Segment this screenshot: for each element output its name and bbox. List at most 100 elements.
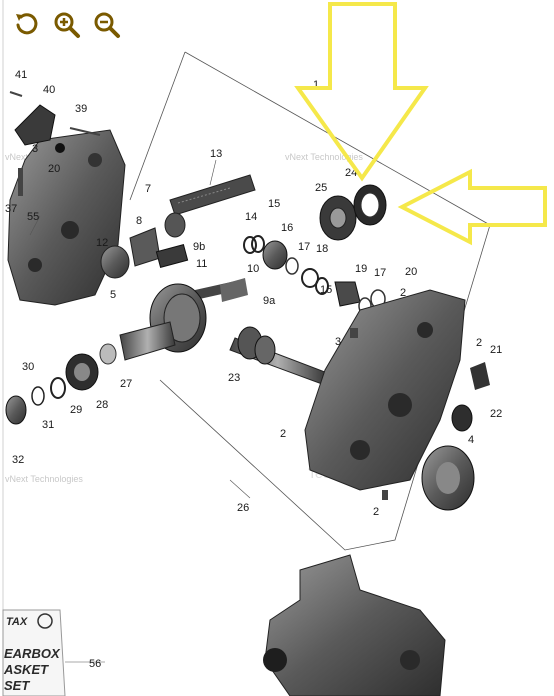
callout-19[interactable]: 19	[355, 263, 367, 275]
callout-25[interactable]: 25	[315, 182, 327, 194]
callout-21[interactable]: 21	[490, 344, 502, 356]
assembly-outline-left	[129, 51, 186, 201]
callout-16[interactable]: 16	[281, 222, 293, 234]
callout-29[interactable]: 29	[70, 404, 82, 416]
callout-31[interactable]: 31	[42, 419, 54, 431]
gear-part-25	[319, 195, 357, 241]
callout-15b[interactable]: 15	[320, 284, 332, 296]
ring-part-18	[301, 268, 319, 288]
callout-37[interactable]: 37	[5, 203, 17, 215]
callout-8[interactable]: 8	[136, 215, 142, 227]
callout-11[interactable]: 11	[196, 258, 207, 270]
callout-labels: 41 40 39 3 20 37 55 7 8 13 14 15 16 17 1…	[5, 69, 502, 670]
dowel-part-2	[382, 490, 388, 500]
callout-2[interactable]: 2	[400, 287, 406, 299]
callout-15[interactable]: 15	[268, 198, 280, 210]
highlight-arrow-left	[397, 168, 547, 246]
callout-27[interactable]: 27	[120, 378, 132, 390]
bearing-part-5	[100, 245, 130, 279]
callout-28[interactable]: 28	[96, 399, 108, 411]
zoom-out-button[interactable]	[90, 8, 124, 42]
callout-40[interactable]: 40	[43, 84, 55, 96]
zoom-in-button[interactable]	[50, 8, 84, 42]
gear-shaft-part-13	[169, 174, 256, 216]
callout-3b[interactable]: 3	[335, 336, 341, 348]
callout-18[interactable]: 18	[316, 243, 328, 255]
callout-22[interactable]: 22	[490, 408, 502, 420]
bracket-part-40	[14, 104, 56, 146]
doc-line-3: SET	[4, 678, 30, 693]
rotate-ccw-icon	[16, 13, 38, 35]
callout-1[interactable]: 1	[313, 79, 319, 91]
ring-part-31	[31, 386, 45, 406]
callout-13[interactable]: 13	[210, 148, 222, 160]
dowel-part-3	[350, 328, 358, 338]
cap-part-4	[451, 404, 473, 432]
assembly-outline	[159, 51, 491, 551]
bracket-part-21	[470, 362, 490, 390]
bolt-part-41	[9, 91, 23, 97]
watermark-text: vNext Technologies	[285, 152, 363, 162]
rod-part	[18, 168, 23, 196]
viewer-toolbar	[10, 8, 124, 42]
ring-part-29	[50, 377, 66, 399]
callout-20[interactable]: 20	[48, 163, 60, 175]
synchro-part-16	[262, 240, 288, 270]
callout-14[interactable]: 14	[245, 211, 257, 223]
callout-2d[interactable]: 2	[373, 506, 379, 518]
callout-39[interactable]: 39	[75, 103, 87, 115]
seal-part-24	[353, 184, 387, 226]
callout-26[interactable]: 26	[237, 502, 249, 514]
watermark-text: vNext Technologies	[5, 474, 83, 484]
left-housing-part	[7, 129, 126, 306]
callout-23[interactable]: 23	[228, 372, 240, 384]
sleeve-part-11	[155, 244, 189, 268]
callout-10[interactable]: 10	[247, 263, 259, 275]
callout-2b[interactable]: 2	[476, 337, 482, 349]
callout-7[interactable]: 7	[145, 183, 151, 195]
washer-part-9b	[164, 212, 186, 238]
ring-part-17	[285, 257, 299, 275]
doc-brand-text: TAX	[6, 616, 28, 628]
callout-2c[interactable]: 2	[280, 428, 286, 440]
callout-55[interactable]: 55	[27, 211, 39, 223]
doc-line-1: EARBOX	[4, 646, 61, 661]
seal-part-3	[55, 143, 65, 153]
assembled-gearbox-preview	[263, 554, 446, 696]
bolt-part-39	[69, 127, 101, 136]
callout-20b[interactable]: 20	[405, 266, 417, 278]
rotate-reset-button[interactable]	[10, 8, 44, 42]
callout-9b[interactable]: 9b	[193, 241, 205, 253]
callout-3[interactable]: 3	[32, 143, 38, 155]
callout-56[interactable]: 56	[89, 658, 101, 670]
doc-line-2: ASKET	[3, 662, 49, 677]
fork-part-12	[129, 227, 161, 267]
brand-logo-icon	[37, 613, 53, 629]
right-housing-part	[304, 289, 466, 491]
callout-30[interactable]: 30	[22, 361, 34, 373]
callout-32[interactable]: 32	[12, 454, 24, 466]
ring-part-27	[99, 343, 117, 365]
highlight-arrow-down	[294, 2, 429, 182]
gear-part-10	[220, 278, 248, 302]
spring-part-15	[315, 277, 329, 295]
kit-document-card: TAX EARBOX ASKET SET	[2, 609, 66, 696]
leader-lines	[29, 159, 251, 663]
gear-assembly-part	[421, 445, 475, 511]
hub-part-19	[334, 281, 361, 307]
spring-part-14	[243, 235, 265, 254]
callout-41[interactable]: 41	[15, 69, 27, 81]
callout-9a[interactable]: 9a	[263, 295, 276, 307]
callout-5[interactable]: 5	[110, 289, 116, 301]
ring-gear-part	[119, 283, 207, 361]
callout-17c[interactable]: 17	[374, 267, 386, 279]
callout-17[interactable]: 17	[298, 241, 310, 253]
callout-4[interactable]: 4	[468, 434, 474, 446]
callout-12[interactable]: 12	[96, 237, 108, 249]
zoom-in-icon	[54, 12, 80, 38]
countershaft-part-23	[229, 326, 326, 385]
zoom-out-icon	[94, 12, 120, 38]
bearing-part-28	[65, 353, 99, 391]
